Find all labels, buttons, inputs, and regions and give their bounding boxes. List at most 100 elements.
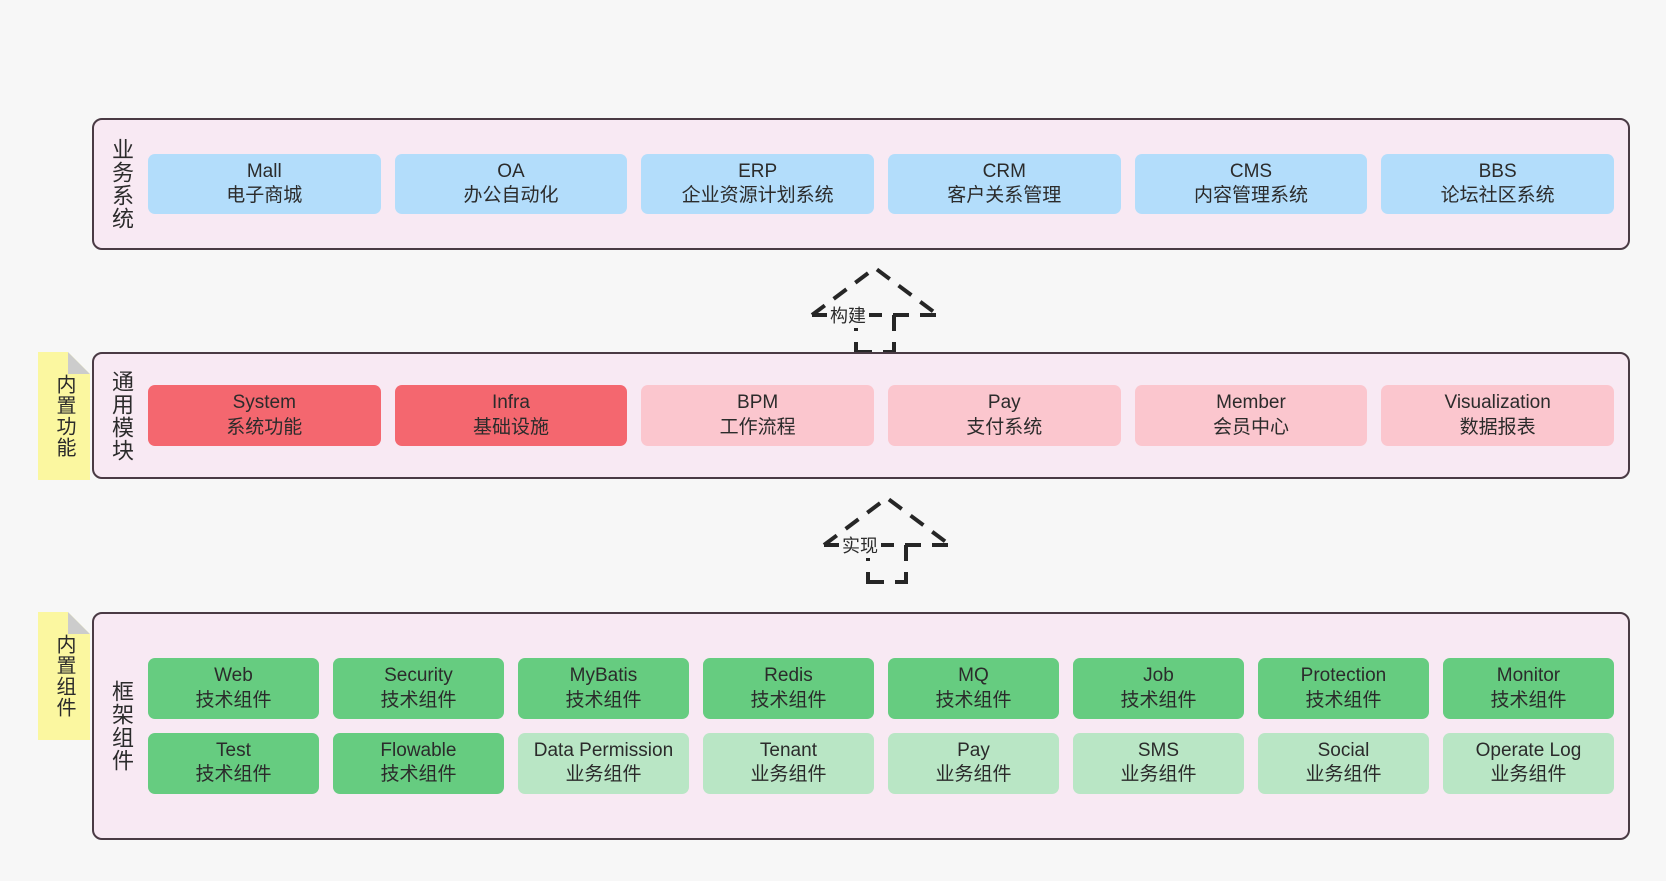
node-title: CRM (982, 160, 1026, 182)
node-title: Member (1216, 392, 1286, 414)
layer-title-framework-components: 框架组件 (108, 680, 134, 772)
note-label: 内置功能 (53, 374, 75, 458)
node-subtitle: 业务组件 (1490, 764, 1567, 786)
node-subtitle: 论坛社区系统 (1440, 185, 1555, 206)
node-member[interactable]: Member 会员中心 (1134, 385, 1368, 446)
node-subtitle: 业务组件 (565, 764, 642, 786)
node-title: Security (384, 665, 453, 687)
arrow-label-implement: 实现 (839, 532, 881, 558)
node-title: Data Permission (533, 740, 674, 761)
node-subtitle: 技术组件 (1305, 689, 1382, 711)
node-erp[interactable]: ERP 企业资源计划系统 (641, 153, 874, 215)
node-subtitle: 技术组件 (935, 689, 1012, 711)
node-security[interactable]: Security 技术组件 (332, 658, 504, 719)
note-label: 内置组件 (53, 634, 75, 718)
node-pay[interactable]: Pay 支付系统 (887, 385, 1121, 446)
layer-title-common-modules: 通用模块 (108, 369, 134, 462)
node-subtitle: 基础设施 (472, 416, 549, 438)
layer-body-common-modules: System 系统功能 Infra 基础设施 BPM 工作流程 Pay 支付系统… (142, 354, 1628, 477)
node-cms[interactable]: CMS 内容管理系统 (1134, 153, 1368, 215)
node-title: Visualization (1444, 392, 1551, 414)
generalization-arrow-build: 构建 (800, 262, 950, 354)
node-mybatis[interactable]: MyBatis 技术组件 (517, 658, 689, 719)
node-oa[interactable]: OA 办公自动化 (394, 153, 628, 215)
note-builtin-components[interactable]: 内置组件 (38, 612, 90, 740)
node-system[interactable]: System 系统功能 (147, 385, 381, 446)
node-title: Tenant (759, 740, 817, 761)
node-job[interactable]: Job 技术组件 (1072, 658, 1244, 719)
node-title: BPM (737, 392, 779, 414)
node-title: MQ (958, 665, 989, 687)
node-title: ERP (738, 160, 778, 182)
node-subtitle: 技术组件 (750, 689, 827, 711)
node-monitor[interactable]: Monitor 技术组件 (1442, 658, 1614, 719)
node-title: Test (216, 740, 251, 761)
node-subtitle: 数据报表 (1459, 416, 1536, 438)
node-title: Pay (957, 740, 990, 761)
node-mq[interactable]: MQ 技术组件 (887, 658, 1059, 719)
node-subtitle: 工作流程 (719, 416, 796, 438)
node-title: Monitor (1496, 665, 1561, 687)
node-bpm[interactable]: BPM 工作流程 (641, 385, 874, 446)
node-web[interactable]: Web 技术组件 (147, 658, 319, 719)
node-operate-log[interactable]: Operate Log 业务组件 (1442, 733, 1614, 794)
node-data-permission[interactable]: Data Permission 业务组件 (517, 733, 689, 794)
node-subtitle: 业务组件 (935, 764, 1012, 786)
node-subtitle: 内容管理系统 (1193, 185, 1308, 206)
node-pay-business[interactable]: Pay 业务组件 (887, 733, 1059, 794)
node-title: Web (214, 665, 253, 687)
node-subtitle: 系统功能 (226, 416, 303, 438)
node-subtitle: 技术组件 (1490, 689, 1567, 711)
node-protection[interactable]: Protection 技术组件 (1257, 658, 1429, 719)
node-test[interactable]: Test 技术组件 (147, 733, 319, 794)
node-title: System (232, 392, 296, 414)
node-subtitle: 企业资源计划系统 (681, 185, 834, 206)
node-infra[interactable]: Infra 基础设施 (394, 385, 628, 446)
node-crm[interactable]: CRM 客户关系管理 (887, 153, 1121, 215)
node-title: MyBatis (569, 665, 638, 687)
node-subtitle: 技术组件 (1120, 689, 1197, 711)
node-title: Protection (1300, 665, 1387, 687)
node-title: Mall (246, 160, 282, 182)
node-redis[interactable]: Redis 技术组件 (702, 658, 874, 719)
node-title: Social (1317, 740, 1370, 761)
node-subtitle: 技术组件 (195, 764, 272, 786)
generalization-arrow-implement: 实现 (812, 492, 962, 584)
node-subtitle: 业务组件 (1120, 764, 1197, 786)
node-subtitle: 技术组件 (565, 689, 642, 711)
node-title: Infra (491, 392, 530, 414)
node-title: Flowable (380, 740, 457, 761)
node-subtitle: 客户关系管理 (947, 185, 1062, 206)
node-subtitle: 支付系统 (966, 416, 1043, 438)
node-title: SMS (1137, 740, 1180, 761)
node-social[interactable]: Social 业务组件 (1257, 733, 1429, 794)
node-subtitle: 电子商城 (226, 185, 303, 206)
node-title: Pay (987, 392, 1021, 414)
node-row: Test 技术组件 Flowable 技术组件 Data Permission … (147, 733, 1614, 794)
node-subtitle: 技术组件 (380, 689, 457, 711)
node-row: Mall 电子商城 OA 办公自动化 ERP 企业资源计划系统 CRM 客户关系… (147, 153, 1614, 215)
node-subtitle: 技术组件 (195, 689, 272, 711)
node-bbs[interactable]: BBS 论坛社区系统 (1381, 153, 1614, 215)
node-visualization[interactable]: Visualization 数据报表 (1381, 385, 1614, 446)
node-tenant[interactable]: Tenant 业务组件 (702, 733, 874, 794)
arrow-label-build: 构建 (827, 302, 869, 328)
layer-framework-components[interactable]: 框架组件 Web 技术组件 Security 技术组件 MyBatis 技术组件… (92, 612, 1630, 840)
note-fold-icon (68, 352, 90, 374)
node-subtitle: 办公自动化 (463, 185, 559, 206)
note-fold-icon (68, 612, 90, 634)
node-row: System 系统功能 Infra 基础设施 BPM 工作流程 Pay 支付系统… (147, 385, 1614, 446)
layer-common-modules[interactable]: 通用模块 System 系统功能 Infra 基础设施 BPM 工作流程 Pay… (92, 352, 1630, 479)
layer-business-systems[interactable]: 业务系统 Mall 电子商城 OA 办公自动化 ERP 企业资源计划系统 CRM… (92, 118, 1630, 250)
node-title: BBS (1478, 160, 1517, 182)
node-subtitle: 业务组件 (750, 764, 827, 786)
note-builtin-features[interactable]: 内置功能 (38, 352, 90, 480)
node-flowable[interactable]: Flowable 技术组件 (332, 733, 504, 794)
node-mall[interactable]: Mall 电子商城 (147, 153, 381, 215)
layer-title-business-systems: 业务系统 (108, 138, 134, 230)
node-sms[interactable]: SMS 业务组件 (1072, 733, 1244, 794)
node-title: OA (497, 160, 525, 182)
node-title: CMS (1229, 160, 1273, 182)
node-title: Redis (764, 665, 813, 687)
